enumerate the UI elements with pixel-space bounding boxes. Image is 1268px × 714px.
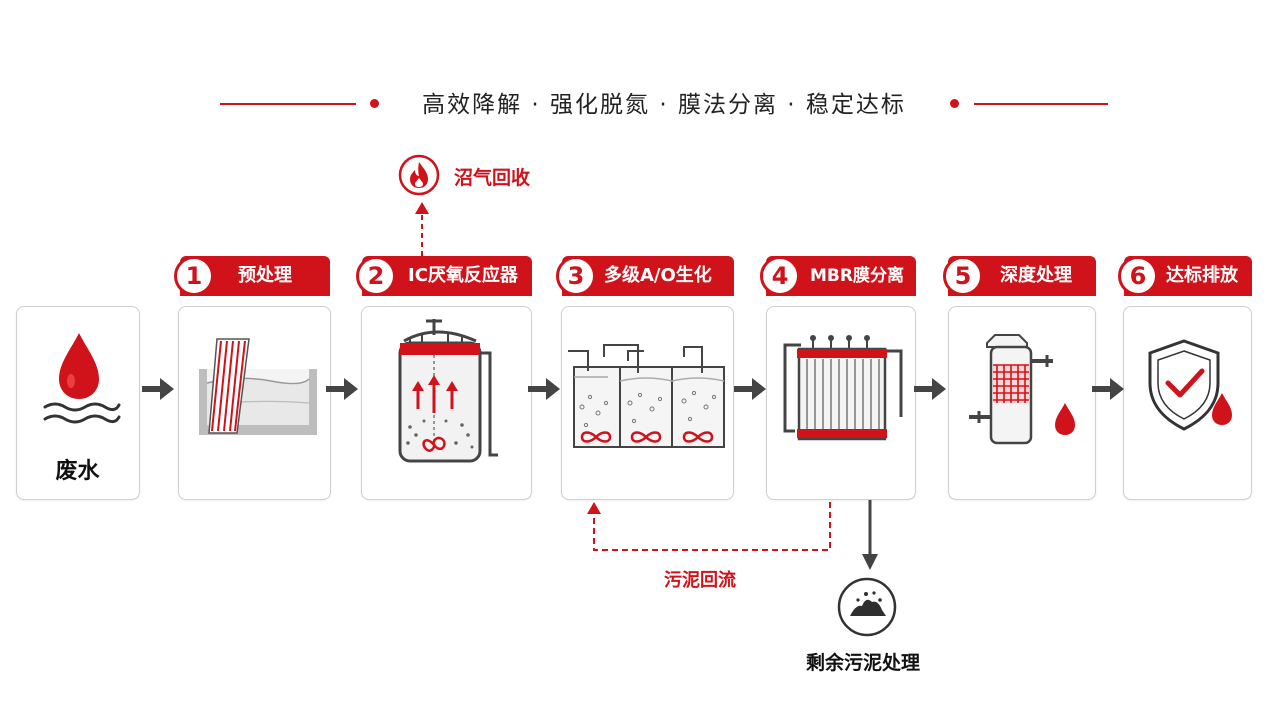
water-drop-icon — [43, 333, 121, 424]
flow-arrow-2 — [326, 378, 358, 400]
biogas-up-arrow — [415, 202, 429, 256]
step-5-number-badge: 5 — [943, 256, 983, 296]
header-right-dot — [950, 99, 959, 108]
header-right-line — [974, 103, 1108, 105]
sludge-return-label: 污泥回流 — [664, 570, 736, 591]
step-1-number-badge: 1 — [174, 256, 214, 296]
ao-tanks-icon — [568, 344, 725, 448]
step-3-card — [561, 306, 734, 500]
step-5-card — [948, 306, 1096, 500]
flow-arrow-1 — [142, 378, 174, 400]
sludge-return-loop — [587, 502, 831, 551]
header-left-dot — [370, 99, 379, 108]
flow-arrow-6 — [1092, 378, 1124, 400]
flow-arrow-4 — [734, 378, 766, 400]
step-3-number-badge: 3 — [556, 256, 596, 296]
step-6-card — [1123, 306, 1252, 500]
step-6-label: 达标排放 — [1166, 265, 1238, 286]
biogas-recovery-label: 沼气回收 — [454, 167, 531, 189]
wastewater-card: 废水 — [16, 306, 140, 500]
step-2-number-badge: 2 — [356, 256, 396, 296]
step-1-label: 预处理 — [238, 265, 292, 286]
step-2-label: IC厌氧反应器 — [408, 265, 518, 286]
ic-reactor-icon — [398, 319, 498, 463]
pretreatment-screen-tank-icon — [199, 338, 317, 435]
shield-check-icon — [1148, 339, 1232, 431]
filter-column-icon — [969, 334, 1075, 445]
mbr-module-icon — [783, 335, 903, 441]
header-left-line — [220, 103, 356, 105]
step-6-number-badge: 6 — [1118, 256, 1158, 296]
excess-sludge-label: 剩余污泥处理 — [806, 652, 921, 674]
step-3-label: 多级A/O生化 — [604, 265, 712, 286]
wastewater-label: 废水 — [55, 459, 100, 484]
flow-arrow-5 — [914, 378, 946, 400]
step-5-label: 深度处理 — [1000, 265, 1072, 286]
sludge-pile-icon — [837, 577, 897, 637]
step-1-card — [178, 306, 331, 500]
step-4-card — [766, 306, 916, 500]
excess-sludge-arrow — [862, 500, 878, 570]
header-tagline: 高效降解 · 强化脱氮 · 膜法分离 · 稳定达标 — [422, 92, 906, 118]
step-4-number-badge: 4 — [760, 256, 800, 296]
flame-icon — [398, 154, 440, 196]
step-2-card — [361, 306, 532, 500]
flow-arrow-3 — [528, 378, 560, 400]
step-4-label: MBR膜分离 — [810, 266, 904, 286]
